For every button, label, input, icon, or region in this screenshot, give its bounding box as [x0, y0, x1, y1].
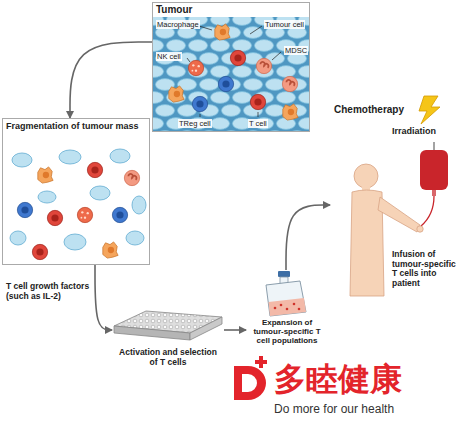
label-box: Tumour cell: [264, 20, 305, 29]
label-box: TReg cell: [178, 119, 212, 128]
cell-label: MDSC: [284, 46, 308, 55]
culture-plate: Activation and selection of T cells: [112, 310, 224, 372]
node-label: Infusion of tumour-specific T cells into…: [392, 250, 456, 289]
cell-label: TReg cell: [178, 119, 212, 128]
edge-label: T cell growth factors (such as IL-2): [6, 282, 90, 302]
cell-label: T cell: [248, 119, 268, 128]
node-label: Tumour: [156, 4, 206, 16]
tumour-illustration: [152, 2, 310, 132]
label-box: MDSC: [284, 46, 308, 55]
node-label: Irradiation: [392, 126, 454, 136]
process-arrow: [286, 205, 330, 270]
cell-label: Macrophage: [156, 20, 200, 29]
label-box: Macrophage: [156, 20, 200, 29]
label-box: NK cell: [156, 52, 182, 61]
process-arrow: [70, 42, 152, 118]
cell-label: Tumour cell: [264, 20, 305, 29]
label-box: 多睦健康: [274, 360, 402, 398]
fragmentation-panel: Fragmentation of tumour mass: [2, 118, 150, 265]
process-arrow: [224, 329, 246, 331]
node-label: Activation and selection of T cells: [114, 348, 222, 368]
edge-label-box: T cell growth factors (such as IL-2): [6, 282, 90, 302]
culture-plate-drawing: [114, 311, 222, 340]
node-label: Expansion of tumour-specific T cell popu…: [246, 318, 328, 346]
label-box: Do more for our health: [274, 402, 394, 416]
label-box: T cell: [248, 119, 268, 128]
node-label: Fragmentation of tumour mass: [6, 121, 144, 131]
leader-lines: [187, 26, 281, 117]
process-arrow: [95, 265, 112, 330]
logo-slogan: Do more for our health: [274, 402, 394, 416]
fragment-illustration: [2, 118, 150, 265]
logo-wordmark: 多睦健康: [274, 360, 402, 398]
culture-flask-drawing: [266, 271, 306, 316]
patient-figure: ChemotherapyIrradiationInfusion of tumou…: [330, 100, 458, 300]
node-label: Chemotherapy: [334, 104, 416, 116]
logo-mark: [234, 356, 267, 400]
cell-label: NK cell: [156, 52, 182, 61]
culture-flask: Expansion of tumour-specific T cell popu…: [246, 270, 328, 350]
